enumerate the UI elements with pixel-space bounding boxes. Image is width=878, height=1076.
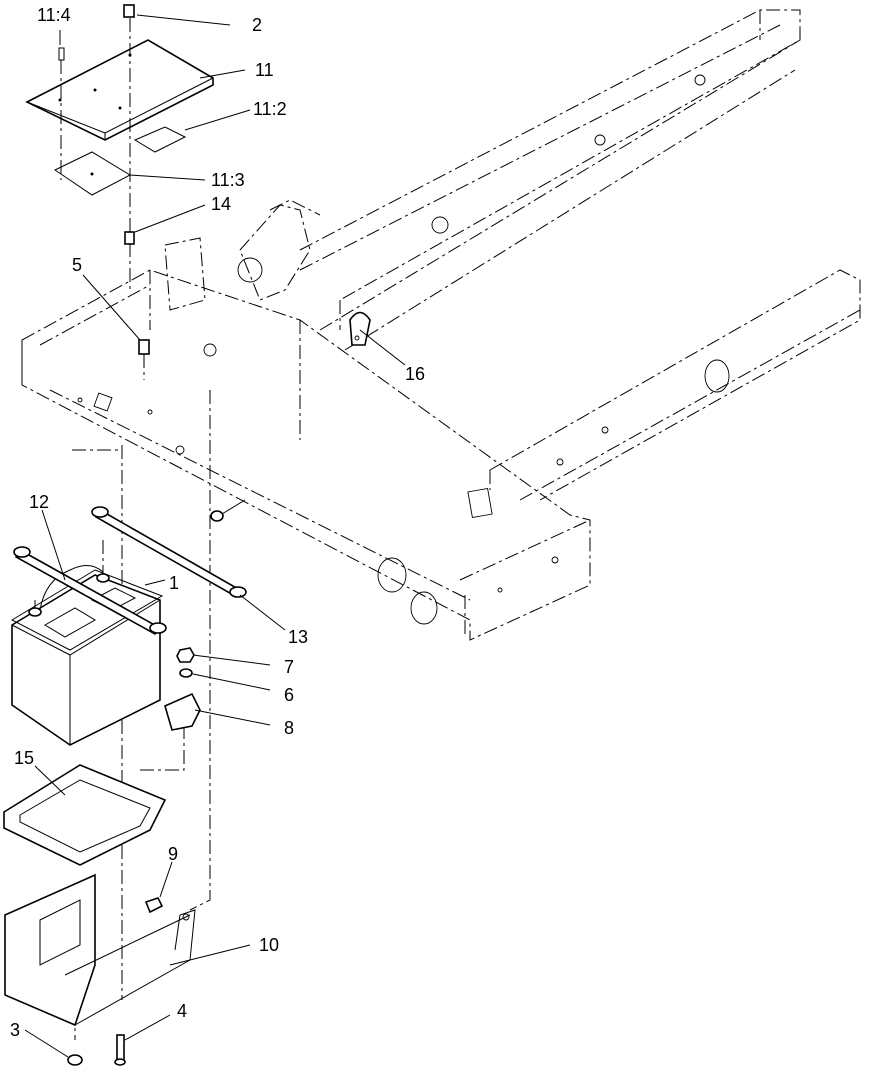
frame-rail-upper <box>299 9 801 351</box>
battery-cable-12 <box>13 546 167 636</box>
frame-bolt <box>210 499 246 522</box>
bolt-5 <box>138 339 150 380</box>
nut-3 <box>67 1054 83 1066</box>
callout-9: 9 <box>168 844 178 864</box>
callout-5: 5 <box>72 255 82 275</box>
callout-11-4: 11:4 <box>37 5 71 25</box>
callout-leaders <box>24 14 406 1058</box>
bolt-9 <box>144 897 164 914</box>
battery-cable-13 <box>91 506 247 598</box>
callout-2: 2 <box>252 15 262 35</box>
clamp-16 <box>349 311 371 346</box>
cover-plate <box>25 39 214 141</box>
frame-rail-lower <box>489 269 861 501</box>
callout-3: 3 <box>10 1020 20 1040</box>
mounting-bracket <box>4 873 196 1027</box>
callout-11: 11 <box>255 60 274 80</box>
frame-crossmember <box>21 269 591 641</box>
callout-15: 15 <box>14 748 34 768</box>
hold-down-bracket-8 <box>164 692 201 731</box>
washer-6 <box>179 668 193 678</box>
callout-16: 16 <box>405 364 425 384</box>
battery <box>10 565 164 746</box>
callout-labels: 11:4 2 11 11:2 11:3 14 5 16 12 1 13 7 6 … <box>10 5 425 1040</box>
callout-11-3: 11:3 <box>211 170 245 190</box>
callout-10: 10 <box>259 935 279 955</box>
screw-11-4 <box>58 47 65 180</box>
spacer-14 <box>124 231 135 245</box>
gasket-11-3 <box>54 151 132 196</box>
callout-11-2: 11:2 <box>253 99 287 119</box>
callout-6: 6 <box>284 685 294 705</box>
frame-upright-brackets <box>164 199 321 311</box>
decal-11-2 <box>133 126 187 153</box>
callout-1: 1 <box>169 573 179 593</box>
callout-12: 12 <box>29 492 49 512</box>
battery-tray <box>3 764 167 866</box>
callout-8: 8 <box>284 718 294 738</box>
callout-14: 14 <box>211 194 231 214</box>
callout-13: 13 <box>288 627 308 647</box>
nut-7 <box>176 647 195 663</box>
callout-7: 7 <box>284 657 294 677</box>
bolt-4 <box>114 1034 126 1066</box>
callout-4: 4 <box>177 1001 187 1021</box>
